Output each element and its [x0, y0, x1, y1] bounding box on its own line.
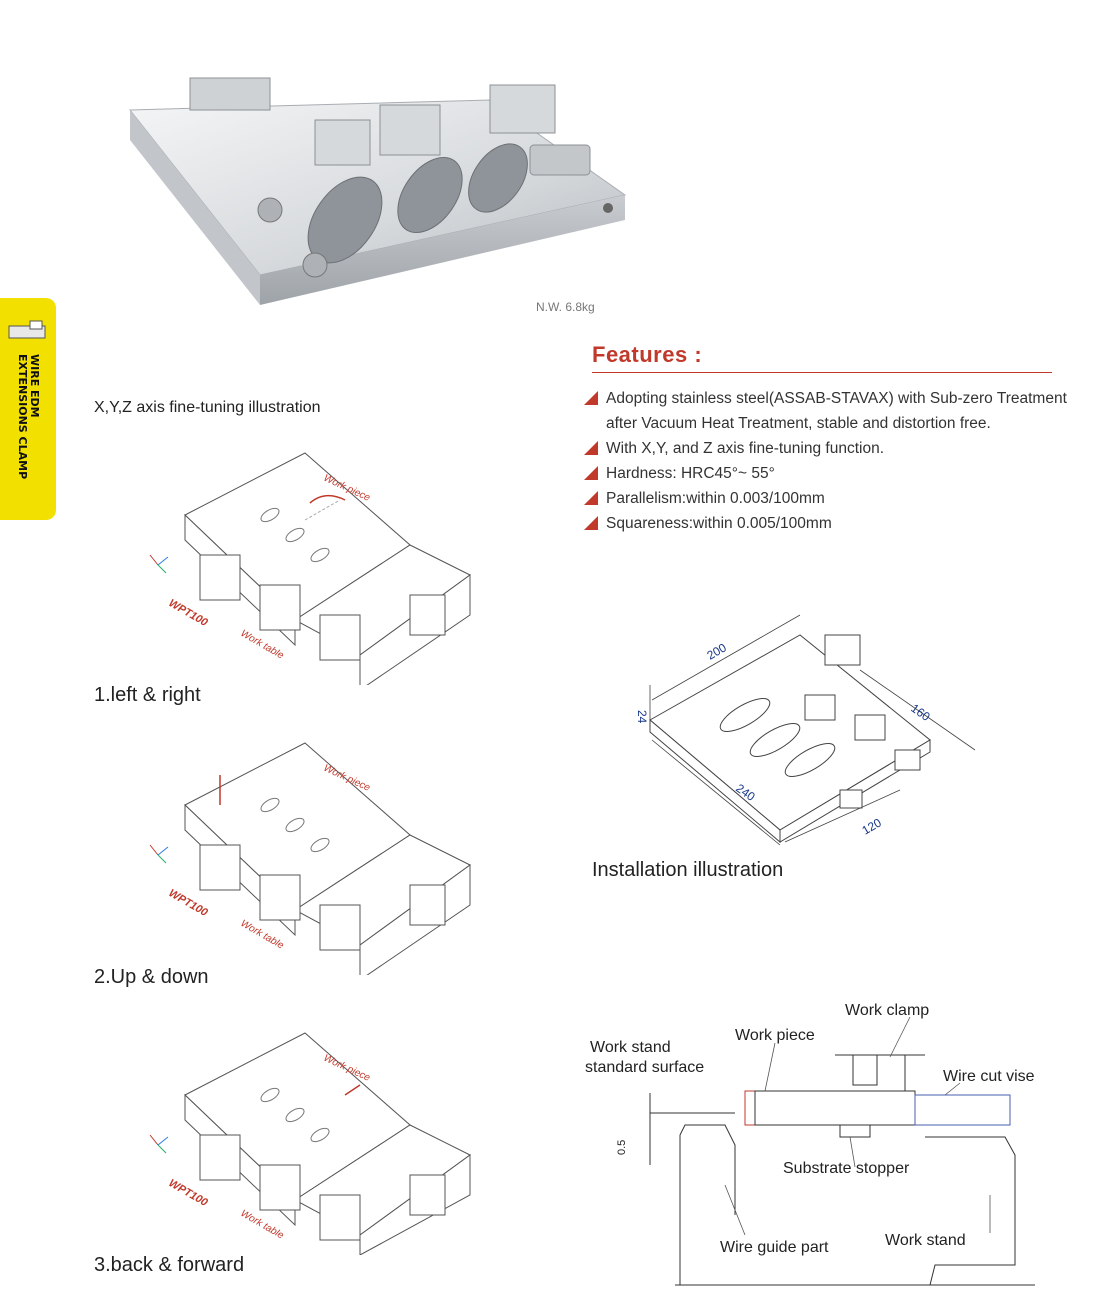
step-3-caption: 3.back & forward: [94, 1254, 245, 1276]
features-divider: [592, 372, 1052, 373]
side-tab-line1: WIRE EDM: [28, 354, 41, 418]
feature-item: Parallelism:within 0.003/100mm: [584, 486, 1074, 511]
feature-item: Squareness:within 0.005/100mm: [584, 511, 1074, 536]
work-stand-surface-label-2: standard surface: [585, 1059, 704, 1076]
features-title: Features :: [592, 342, 703, 367]
bullet-triangle-icon: [584, 441, 598, 455]
axis-triad-icon: [149, 554, 169, 574]
axis-triad-icon: [149, 844, 169, 864]
work-table-label: Work table: [239, 628, 286, 662]
features-list: Adopting stainless steel(ASSAB-STAVAX) w…: [584, 386, 1074, 536]
side-tab-label: WIRE EDM EXTENSIONS CLAMP: [16, 354, 41, 480]
step-2-caption: 2.Up & down: [94, 966, 209, 988]
substrate-stopper-label: Substrate stopper: [783, 1160, 910, 1177]
installation-drawing: 200 24 160 240 120: [635, 614, 976, 846]
step-1-caption: 1.left & right: [94, 684, 201, 706]
side-tab-line2: EXTENSIONS CLAMP: [16, 354, 29, 480]
feature-item: Hardness: HRC45°~ 55°: [584, 461, 1074, 486]
fine-tuning-heading: X,Y,Z axis fine-tuning illustration: [94, 399, 321, 416]
model-label: WPT100: [167, 887, 211, 919]
work-stand-label: Work stand: [885, 1232, 966, 1249]
clamp-logo-icon: [8, 320, 46, 339]
fine-tuning-figure-2: Work piece WPT100 Work table: [149, 742, 471, 975]
model-label: WPT100: [167, 1177, 211, 1209]
dimension-width: 160: [908, 701, 933, 724]
dimension-length: 200: [705, 640, 730, 662]
feature-item: Adopting stainless steel(ASSAB-STAVAX) w…: [584, 386, 1074, 436]
work-table-label: Work table: [239, 918, 286, 952]
fine-tuning-figure-3: Work piece WPT100 Work table: [149, 1032, 471, 1255]
dimension-base-width: 120: [860, 815, 885, 837]
feature-item: With X,Y, and Z axis fine-tuning functio…: [584, 436, 1074, 461]
work-piece-label: Work piece: [735, 1027, 815, 1044]
work-clamp-label: Work clamp: [845, 1002, 929, 1019]
work-table-label: Work table: [239, 1208, 286, 1242]
wire-cut-vise-label: Wire cut vise: [943, 1068, 1035, 1085]
fine-tuning-figure-1: Work piece WPT100 Work table: [149, 452, 471, 685]
axis-triad-icon: [149, 1134, 169, 1154]
model-label: WPT100: [167, 597, 211, 629]
installation-caption: Installation illustration: [592, 859, 784, 881]
cross-section-diagram: Work clamp Work piece Work stand standar…: [585, 1002, 1035, 1286]
bullet-triangle-icon: [584, 391, 598, 405]
bullet-triangle-icon: [584, 491, 598, 505]
product-photo: [128, 77, 627, 305]
wire-guide-part-label: Wire guide part: [720, 1239, 829, 1256]
work-stand-surface-label-1: Work stand: [590, 1039, 671, 1056]
category-side-tab: WIRE EDM EXTENSIONS CLAMP: [0, 298, 56, 520]
dimension-height: 24: [635, 710, 649, 724]
net-weight: N.W. 6.8kg: [536, 300, 595, 314]
gap-dimension-label: 0.5: [616, 1140, 628, 1155]
bullet-triangle-icon: [584, 466, 598, 480]
bullet-triangle-icon: [584, 516, 598, 530]
